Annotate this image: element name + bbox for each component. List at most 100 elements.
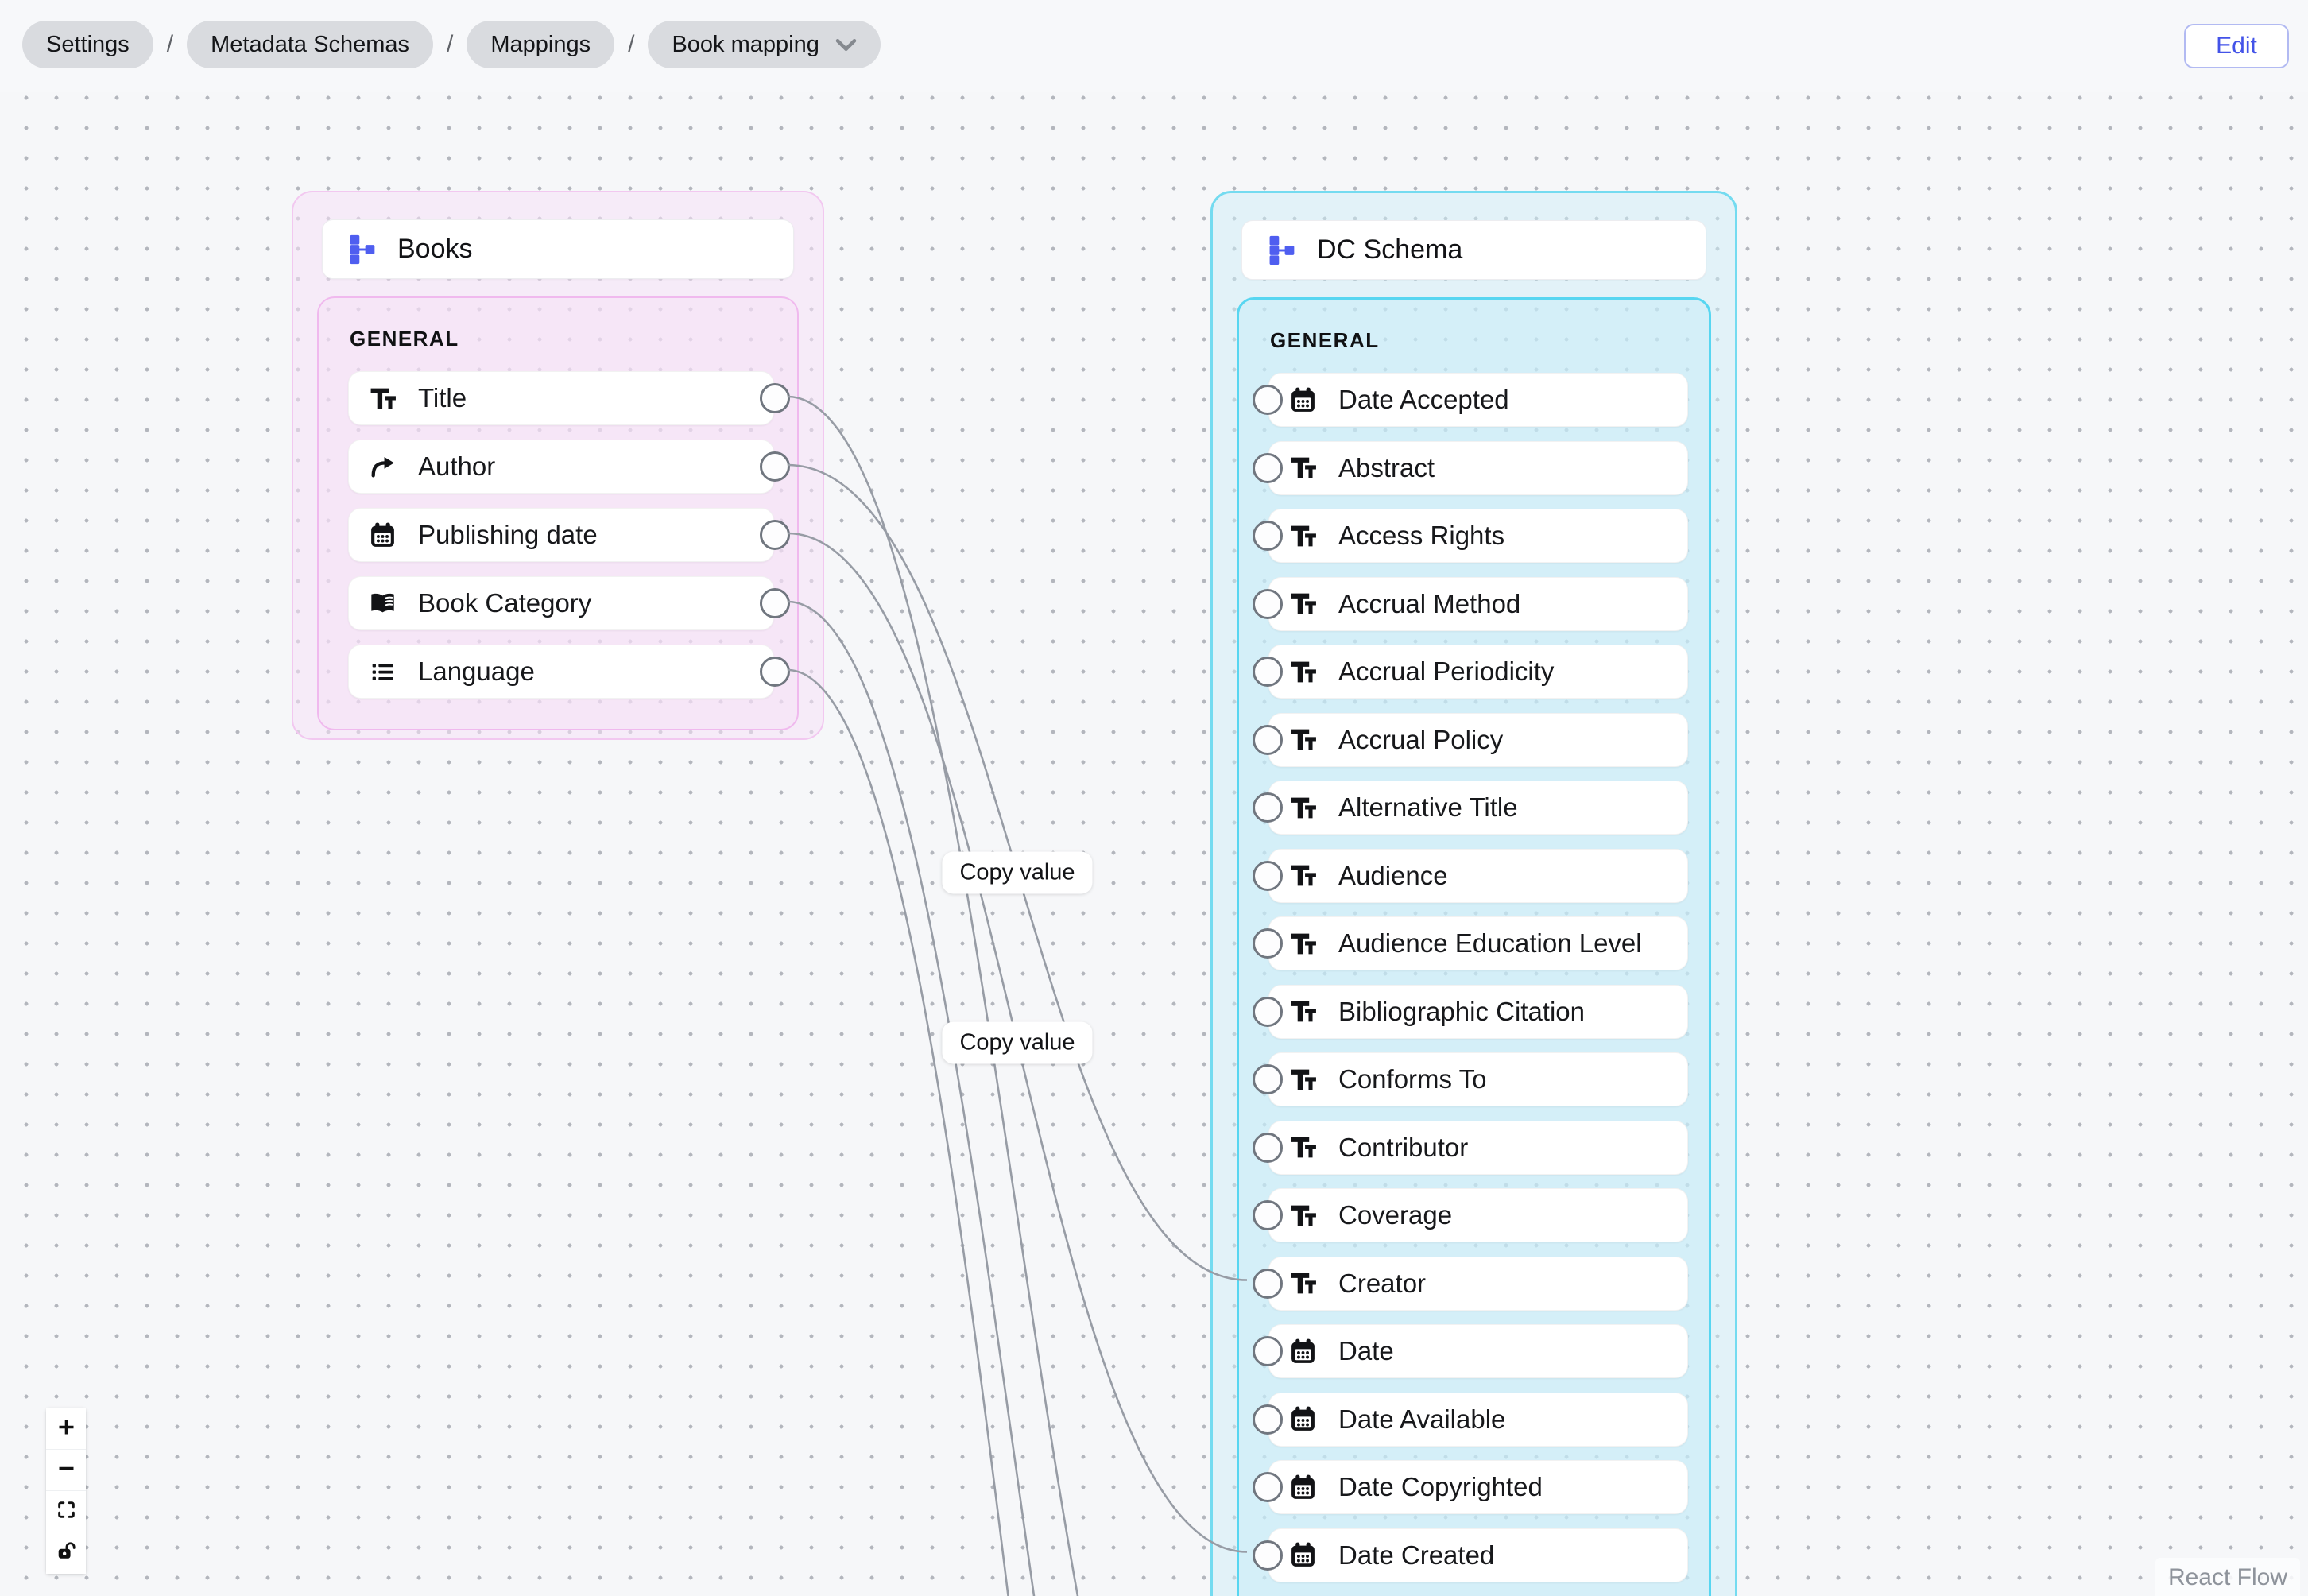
text-icon	[1288, 1201, 1318, 1230]
edge-language[interactable]	[787, 668, 1247, 1596]
field-row-accrual-method[interactable]: Accrual Method	[1253, 576, 1688, 631]
connection-handle[interactable]	[1253, 1336, 1283, 1366]
text-icon	[368, 384, 397, 413]
field-row-alternative-title[interactable]: Alternative Title	[1253, 781, 1688, 835]
text-icon	[1288, 861, 1318, 890]
field-row-date-available[interactable]: Date Available	[1253, 1392, 1688, 1447]
calendar-icon	[1288, 385, 1318, 415]
breadcrumb-item[interactable]: Settings	[22, 21, 153, 68]
field-label: Accrual Policy	[1338, 724, 1504, 754]
fit-view-button[interactable]	[46, 1491, 86, 1532]
field-row-publishing-date[interactable]: Publishing date	[348, 508, 790, 562]
text-icon	[1288, 793, 1318, 823]
field-row-audience[interactable]: Audience	[1253, 848, 1688, 903]
lock-button[interactable]	[46, 1532, 86, 1574]
text-icon	[1288, 453, 1318, 482]
connection-handle[interactable]	[1253, 724, 1283, 755]
section-label: GENERAL	[1270, 328, 1380, 352]
field-row-date[interactable]: Date	[1253, 1324, 1688, 1378]
calendar-icon	[1288, 1473, 1318, 1502]
field-label: Book Category	[418, 588, 592, 618]
field-row-conforms-to[interactable]: Conforms To	[1253, 1052, 1688, 1106]
plus-icon	[56, 1416, 77, 1442]
breadcrumb-item[interactable]: Metadata Schemas	[187, 21, 433, 68]
connection-handle[interactable]	[1253, 1200, 1283, 1230]
text-icon	[1288, 657, 1318, 687]
field-row-creator[interactable]: Creator	[1253, 1256, 1688, 1311]
connection-handle[interactable]	[760, 588, 790, 618]
connection-handle[interactable]	[1253, 657, 1283, 687]
edge-title[interactable]	[787, 395, 1247, 1596]
node-dc-schema[interactable]: DC Schema GENERAL Date Accepted Abstract…	[1210, 191, 1737, 1596]
field-label: Title	[418, 383, 467, 413]
connection-handle[interactable]	[1253, 1132, 1283, 1163]
field-row-date-created[interactable]: Date Created	[1253, 1528, 1688, 1582]
field-label: Creator	[1338, 1268, 1427, 1298]
node-title: DC Schema	[1317, 234, 1463, 265]
field-row-audience-education-level[interactable]: Audience Education Level	[1253, 916, 1688, 970]
connection-handle[interactable]	[1253, 1404, 1283, 1435]
edit-button[interactable]: Edit	[2184, 24, 2289, 68]
field-row-title[interactable]: Title	[348, 371, 790, 425]
zoom-out-button[interactable]	[46, 1450, 86, 1491]
field-row-accrual-periodicity[interactable]: Accrual Periodicity	[1253, 645, 1688, 699]
text-icon	[1288, 589, 1318, 618]
edge-book-category[interactable]	[787, 600, 1247, 1596]
field-row-contributor[interactable]: Contributor	[1253, 1120, 1688, 1175]
field-label: Date Copyrighted	[1338, 1472, 1543, 1501]
field-row-date-copyrighted[interactable]: Date Copyrighted	[1253, 1460, 1688, 1514]
zoom-in-button[interactable]	[46, 1408, 86, 1450]
field-row-bibliographic-citation[interactable]: Bibliographic Citation	[1253, 984, 1688, 1039]
connection-handle[interactable]	[1253, 792, 1283, 823]
field-label: Accrual Periodicity	[1338, 657, 1555, 686]
connection-handle[interactable]	[760, 383, 790, 413]
text-icon	[1288, 725, 1318, 754]
node-books[interactable]: Books GENERAL Title Author Publishing da…	[292, 191, 824, 740]
calendar-icon	[1288, 1404, 1318, 1434]
connection-handle[interactable]	[1253, 1472, 1283, 1502]
connection-handle[interactable]	[1253, 1268, 1283, 1299]
field-row-abstract[interactable]: Abstract	[1253, 440, 1688, 495]
text-icon	[1288, 1269, 1318, 1298]
edge-label[interactable]: Copy value	[942, 851, 1093, 894]
connection-handle[interactable]	[1253, 860, 1283, 891]
flow-controls	[46, 1408, 86, 1574]
edge-label[interactable]: Copy value	[942, 1021, 1093, 1064]
connection-handle[interactable]	[760, 657, 790, 687]
field-label: Access Rights	[1338, 521, 1505, 550]
breadcrumb-item[interactable]: Mappings	[467, 21, 615, 68]
connection-handle[interactable]	[760, 520, 790, 550]
connection-handle[interactable]	[1253, 588, 1283, 619]
connection-handle[interactable]	[1253, 452, 1283, 483]
book-icon	[368, 589, 397, 618]
field-row-author[interactable]: Author	[348, 440, 790, 494]
field-label: Alternative Title	[1338, 792, 1518, 822]
connection-handle[interactable]	[1253, 1540, 1283, 1571]
connection-handle[interactable]	[1253, 1064, 1283, 1094]
field-row-access-rights[interactable]: Access Rights	[1253, 509, 1688, 563]
text-icon	[1288, 521, 1318, 551]
field-row-date-accepted[interactable]: Date Accepted	[1253, 373, 1688, 427]
node-title: Books	[397, 234, 473, 264]
field-label: Date Created	[1338, 1540, 1495, 1570]
calendar-icon	[1288, 1337, 1318, 1366]
connection-handle[interactable]	[1253, 928, 1283, 959]
field-label: Conforms To	[1338, 1064, 1487, 1094]
text-icon	[1288, 1065, 1318, 1094]
connection-handle[interactable]	[1253, 521, 1283, 551]
react-flow-attribution[interactable]: React Flow	[2155, 1558, 2300, 1596]
field-row-accrual-policy[interactable]: Accrual Policy	[1253, 712, 1688, 767]
field-row-book-category[interactable]: Book Category	[348, 576, 790, 630]
field-row-coverage[interactable]: Coverage	[1253, 1188, 1688, 1242]
connection-handle[interactable]	[1253, 996, 1283, 1027]
minus-icon	[56, 1458, 77, 1483]
connection-handle[interactable]	[760, 451, 790, 482]
connection-handle[interactable]	[1253, 385, 1283, 415]
breadcrumb-current-dropdown[interactable]: Book mapping	[648, 21, 881, 68]
breadcrumb: Settings/Metadata Schemas/Mappings/Book …	[22, 21, 881, 68]
field-row-language[interactable]: Language	[348, 645, 790, 699]
node-dc-schema-header[interactable]: DC Schema	[1241, 220, 1706, 280]
node-books-header[interactable]: Books	[322, 219, 794, 279]
breadcrumb-separator: /	[628, 31, 635, 57]
